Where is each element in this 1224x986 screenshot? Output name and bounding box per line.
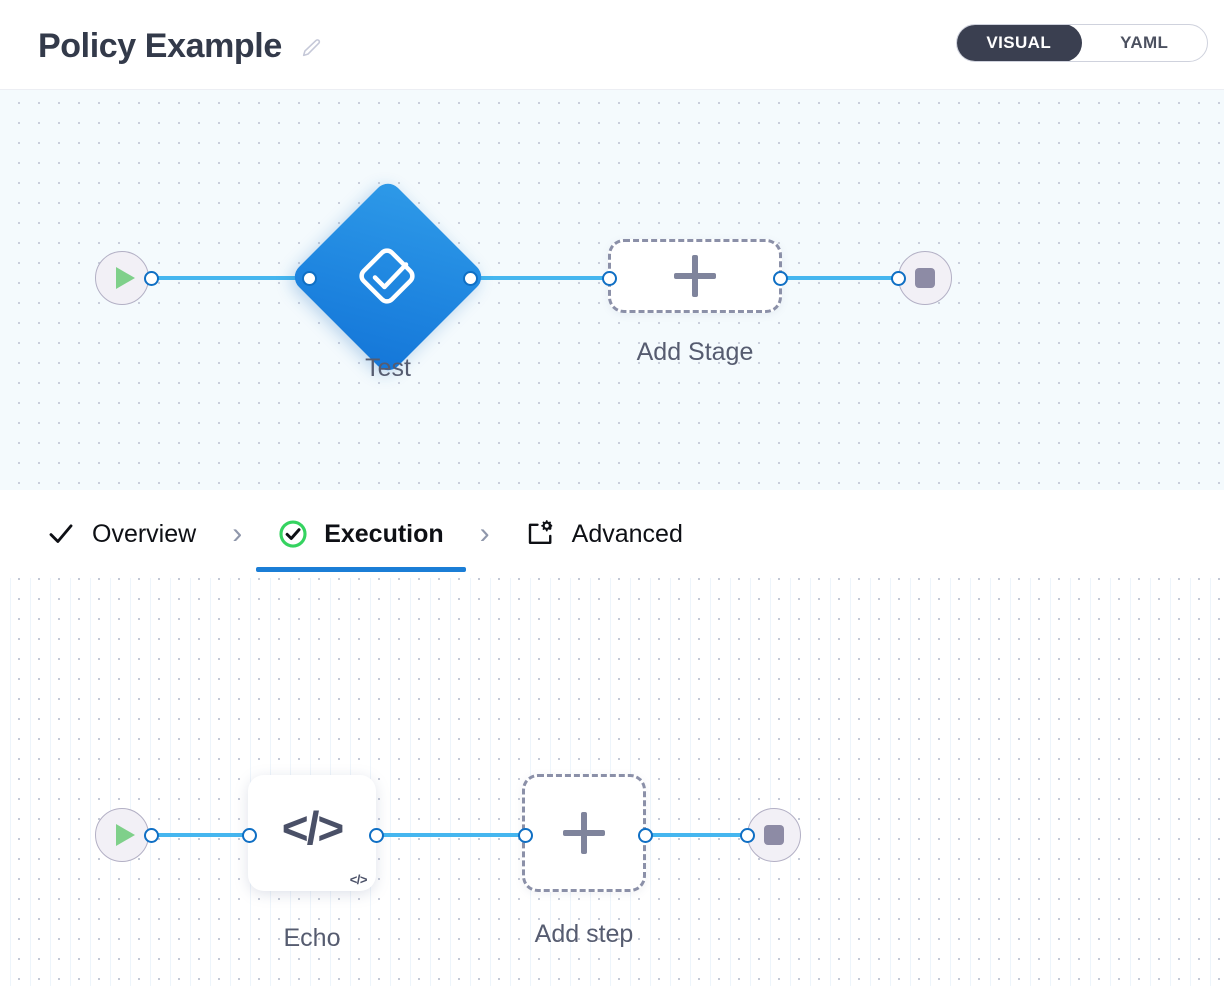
edge-start-to-test bbox=[155, 276, 315, 280]
tab-overview[interactable]: Overview bbox=[24, 490, 218, 578]
edge-addstage-to-end bbox=[780, 276, 905, 280]
port-addstage-in[interactable] bbox=[602, 271, 617, 286]
port-addstep-out[interactable] bbox=[638, 828, 653, 843]
step-end-node[interactable] bbox=[747, 808, 801, 862]
add-stage-button[interactable] bbox=[608, 239, 782, 313]
edge-addstep-to-end bbox=[645, 833, 755, 837]
port-end-in[interactable] bbox=[891, 271, 906, 286]
stage-canvas[interactable]: Test Add Stage bbox=[0, 90, 1224, 490]
port-addstep-in[interactable] bbox=[518, 828, 533, 843]
stage-node-label-test: Test bbox=[365, 354, 411, 382]
add-step-button[interactable] bbox=[522, 774, 646, 892]
tab-separator-1: › bbox=[232, 517, 243, 550]
stop-icon bbox=[764, 825, 784, 845]
port-echo-out[interactable] bbox=[369, 828, 384, 843]
port-echo-in[interactable] bbox=[242, 828, 257, 843]
play-icon bbox=[115, 824, 135, 846]
edge-test-to-addstage bbox=[470, 276, 615, 280]
tab-advanced-label: Advanced bbox=[571, 519, 683, 548]
step-node-echo[interactable]: </> </> bbox=[248, 775, 376, 891]
tab-separator-2: › bbox=[479, 517, 490, 550]
add-stage-label: Add Stage bbox=[636, 338, 754, 366]
tab-overview-label: Overview bbox=[92, 519, 197, 548]
pipeline-end-node[interactable] bbox=[898, 251, 952, 305]
plus-icon bbox=[674, 255, 716, 297]
edge-start-to-echo bbox=[155, 833, 250, 837]
view-mode-toggle[interactable]: VISUAL YAML bbox=[956, 24, 1208, 62]
step-canvas[interactable]: </> </> Echo Add step bbox=[0, 578, 1224, 986]
check-circle-icon bbox=[279, 520, 307, 548]
tab-execution[interactable]: Execution bbox=[256, 490, 467, 578]
add-step-label: Add step bbox=[534, 920, 634, 948]
code-badge-icon: </> bbox=[349, 872, 368, 887]
port-test-out[interactable] bbox=[463, 271, 478, 286]
tab-advanced[interactable]: Advanced bbox=[504, 490, 705, 578]
pipeline-start-node[interactable] bbox=[95, 251, 149, 305]
step-start-node[interactable] bbox=[95, 808, 149, 862]
mode-option-visual[interactable]: VISUAL bbox=[957, 25, 1082, 61]
edge-echo-to-addstep bbox=[377, 833, 527, 837]
check-icon bbox=[49, 524, 73, 543]
title-group: Policy Example bbox=[38, 26, 322, 66]
port-addstage-out[interactable] bbox=[773, 271, 788, 286]
page-header: Policy Example VISUAL YAML bbox=[0, 0, 1224, 90]
tab-execution-label: Execution bbox=[324, 519, 444, 548]
step-node-label-echo: Echo bbox=[283, 924, 341, 952]
mode-option-yaml[interactable]: YAML bbox=[1120, 33, 1169, 52]
stage-node-test[interactable] bbox=[289, 178, 487, 376]
code-icon: </> bbox=[281, 802, 344, 855]
stop-icon bbox=[915, 268, 935, 288]
plus-icon bbox=[563, 812, 605, 854]
section-tabbar[interactable]: Overview › Execution › Advanced bbox=[0, 490, 1224, 578]
page-title: Policy Example bbox=[38, 27, 282, 65]
play-icon bbox=[115, 267, 135, 289]
port-start-out[interactable] bbox=[144, 271, 159, 286]
box-gear-icon bbox=[528, 520, 552, 544]
port-step-end-in[interactable] bbox=[740, 828, 755, 843]
port-step-start-out[interactable] bbox=[144, 828, 159, 843]
port-test-in[interactable] bbox=[302, 271, 317, 286]
pencil-icon[interactable] bbox=[300, 37, 322, 59]
